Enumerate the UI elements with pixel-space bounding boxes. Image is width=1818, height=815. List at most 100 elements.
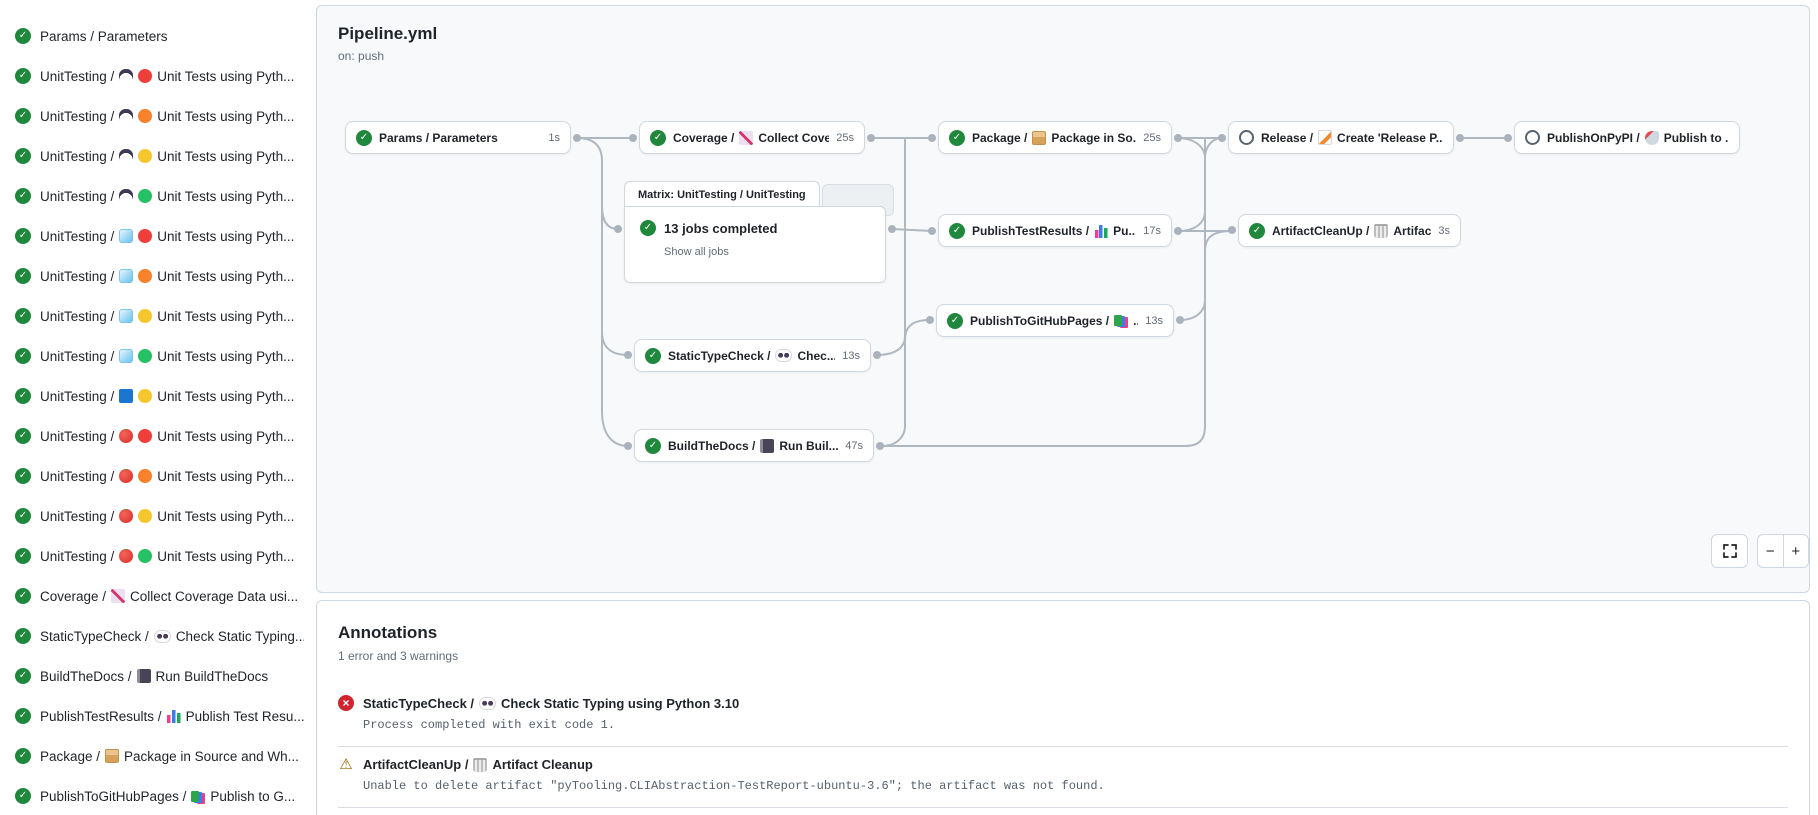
books-icon <box>1114 315 1123 326</box>
label-text: Artifac... <box>1393 223 1432 238</box>
book-icon <box>136 669 151 683</box>
dot-red-icon <box>138 429 153 443</box>
job-duration: 25s <box>836 131 854 144</box>
chart-up-icon <box>739 130 754 145</box>
job-label: UnitTesting /Unit Tests using Pyth... <box>40 189 294 204</box>
workflow-trigger: on: push <box>338 49 385 63</box>
job-duration: 17s <box>1143 224 1161 237</box>
sidebar-job-item[interactable]: ✓UnitTesting /Unit Tests using Pyth... <box>0 376 312 416</box>
annotation-list: ×StaticTypeCheck /Check Static Typing us… <box>338 685 1788 808</box>
job-node-buildthedocs[interactable]: ✓BuildTheDocs /Run Buil...47s <box>634 429 874 462</box>
rocket-icon <box>1644 130 1659 145</box>
job-node-coverage[interactable]: ✓Coverage /Collect Cove...25s <box>639 121 865 154</box>
label-text: Params / Parameters <box>379 130 498 145</box>
success-check-icon: ✓ <box>356 129 372 146</box>
job-label: StaticTypeCheck /Check Static Typing... <box>40 629 304 644</box>
sidebar-job-item[interactable]: ✓PublishTestResults /Publish Test Resu..… <box>0 696 312 736</box>
sidebar-job-item[interactable]: ✓PublishToGitHubPages /Publish to G... <box>0 776 312 815</box>
show-all-jobs-link[interactable]: Show all jobs <box>664 246 729 258</box>
workflow-graph-card: Pipeline.yml on: push <box>316 5 1810 593</box>
label-text: ArtifactCleanUp / <box>363 757 469 772</box>
dot-orange-icon <box>138 469 153 483</box>
label-text: UnitTesting / <box>40 428 115 444</box>
success-check-icon: ✓ <box>645 437 661 454</box>
job-node-artifactcleanup[interactable]: ✓ArtifactCleanUp /Artifac...3s <box>1238 214 1461 247</box>
chart-up-icon <box>111 589 126 603</box>
label-text: Publish Test Resu... <box>185 708 304 724</box>
sidebar-job-item[interactable]: ✓UnitTesting /Unit Tests using Pyth... <box>0 216 312 256</box>
label-text: UnitTesting / <box>40 268 115 284</box>
label-text: Collect Cove... <box>758 130 830 145</box>
job-label: UnitTesting /Unit Tests using Pyth... <box>40 389 294 404</box>
sidebar-job-item[interactable]: ✓UnitTesting /Unit Tests using Pyth... <box>0 96 312 136</box>
matrix-tab[interactable]: Matrix: UnitTesting / UnitTesting <box>624 181 820 207</box>
sidebar-job-item[interactable]: ✓UnitTesting /Unit Tests using Pyth... <box>0 416 312 456</box>
label-text: UnitTesting / <box>40 468 115 484</box>
matrix-tab-label: Matrix: UnitTesting / UnitTesting <box>638 188 806 201</box>
job-node-package[interactable]: ✓Package /Package in So...25s <box>938 121 1172 154</box>
job-node-params[interactable]: ✓ Params / Parameters 1s <box>345 121 571 154</box>
dot-green-icon <box>138 549 153 563</box>
label-text: UnitTesting / <box>40 348 115 364</box>
node-label: PublishTestResults /Pu... <box>972 223 1136 238</box>
dot-yellow-icon <box>138 389 153 403</box>
label-text: StaticTypeCheck / <box>40 628 149 644</box>
sidebar-job-item[interactable]: ✓UnitTesting /Unit Tests using Pyth... <box>0 336 312 376</box>
job-node-publishonpypi[interactable]: PublishOnPyPI /Publish to ... <box>1514 121 1740 154</box>
sidebar-job-item[interactable]: ✓UnitTesting /Unit Tests using Pyth... <box>0 296 312 336</box>
sidebar-job-item[interactable]: ✓Package /Package in Source and Wh... <box>0 736 312 776</box>
sidebar-job-item[interactable]: ✓UnitTesting /Unit Tests using Pyth... <box>0 136 312 176</box>
job-sidebar: ✓Params / Parameters✓UnitTesting /Unit T… <box>0 0 312 815</box>
bar-chart-icon <box>166 709 181 723</box>
success-check-icon: ✓ <box>15 308 31 324</box>
sidebar-job-item[interactable]: ✓StaticTypeCheck /Check Static Typing... <box>0 616 312 656</box>
connector-lines <box>573 134 1512 450</box>
sidebar-job-item[interactable]: ✓Params / Parameters <box>0 16 312 56</box>
annotation-title[interactable]: StaticTypeCheck /Check Static Typing usi… <box>363 696 739 711</box>
sidebar-job-item[interactable]: ✓UnitTesting /Unit Tests using Pyth... <box>0 456 312 496</box>
zoom-in-button[interactable]: + <box>1782 535 1809 567</box>
label-text: StaticTypeCheck / <box>668 348 771 363</box>
dot-yellow-icon <box>138 509 153 523</box>
node-label: PublishToGitHubPages /... <box>970 314 1138 328</box>
label-text: Unit Tests using Pyth... <box>157 148 295 164</box>
success-check-icon: ✓ <box>15 268 31 284</box>
job-duration: 1s <box>548 131 560 144</box>
fullscreen-button[interactable] <box>1711 534 1748 568</box>
label-text: Check Static Typing using Python 3.10 <box>501 695 740 711</box>
label-text: UnitTesting / <box>40 108 115 124</box>
eyes-icon <box>775 349 793 362</box>
success-check-icon: ✓ <box>15 468 31 484</box>
job-label: PublishToGitHubPages /Publish to G... <box>40 789 295 804</box>
label-text: Unit Tests using Pyth... <box>157 188 295 204</box>
job-node-publishtestresults[interactable]: ✓PublishTestResults /Pu...17s <box>938 214 1172 247</box>
sidebar-job-item[interactable]: ✓UnitTesting /Unit Tests using Pyth... <box>0 56 312 96</box>
apple-icon <box>119 508 134 523</box>
annotations-card: Annotations 1 error and 3 warnings ×Stat… <box>316 600 1810 815</box>
sidebar-job-item[interactable]: ✓UnitTesting /Unit Tests using Pyth... <box>0 496 312 536</box>
ice-icon <box>119 269 134 283</box>
success-check-icon: ✓ <box>15 748 31 764</box>
success-check-icon: ✓ <box>15 68 31 84</box>
job-label: BuildTheDocs /Run BuildTheDocs <box>40 669 268 684</box>
sidebar-job-item[interactable]: ✓UnitTesting /Unit Tests using Pyth... <box>0 536 312 576</box>
zoom-out-button[interactable]: − <box>1765 542 1775 560</box>
success-check-icon: ✓ <box>15 348 31 364</box>
job-node-statictypecheck[interactable]: ✓StaticTypeCheck /Chec...13s <box>634 339 871 372</box>
annotation-title[interactable]: ArtifactCleanUp /Artifact Cleanup <box>363 757 593 772</box>
sidebar-job-item[interactable]: ✓UnitTesting /Unit Tests using Pyth... <box>0 176 312 216</box>
job-node-publishtogithubpages[interactable]: ✓PublishToGitHubPages /...13s <box>936 304 1174 337</box>
sidebar-job-item[interactable]: ✓Coverage /Collect Coverage Data usi... <box>0 576 312 616</box>
annotation-head: ×StaticTypeCheck /Check Static Typing us… <box>338 695 1788 711</box>
matrix-summary-box[interactable]: ✓ 13 jobs completed Show all jobs <box>624 206 886 283</box>
job-node-release[interactable]: Release /Create 'Release P... <box>1228 121 1454 154</box>
ice-icon <box>119 309 134 323</box>
job-label: UnitTesting /Unit Tests using Pyth... <box>40 548 294 564</box>
job-duration: 13s <box>842 349 860 362</box>
node-label: Params / Parameters <box>379 131 498 145</box>
label-text: Publish to G... <box>210 788 296 804</box>
sidebar-job-item[interactable]: ✓BuildTheDocs /Run BuildTheDocs <box>0 656 312 696</box>
success-check-icon: ✓ <box>15 588 31 604</box>
sidebar-job-item[interactable]: ✓UnitTesting /Unit Tests using Pyth... <box>0 256 312 296</box>
label-text: ... <box>1133 313 1138 328</box>
